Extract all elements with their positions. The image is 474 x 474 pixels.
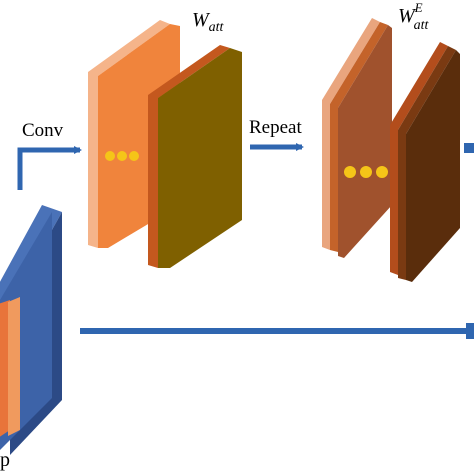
w-att-e-mid-layer [330,22,388,252]
w-att-e-superscript: E [414,0,423,15]
w-att-e-light-layer [322,18,380,250]
w-att-e-dot-2 [360,166,372,178]
w-att-subscript: att [209,20,225,35]
skip-connection-arrow [80,323,474,339]
w-att-dot-3 [129,151,139,161]
w-att-e-orange-layer [390,42,448,275]
w-att-e-dot-3 [376,166,388,178]
input-feature-stack [0,205,62,455]
skip-arrow-head-partial [466,323,474,339]
repeat-label: Repeat [249,117,302,138]
conv-label: Conv [22,120,64,141]
right-arrow-partial [464,143,474,153]
w-att-main: W [192,9,211,31]
w-att-dot-2 [117,151,127,161]
w-att-olive-layer [158,48,242,268]
w-att-e-brown-layer [338,25,392,258]
w-att-dot-1 [105,151,115,161]
w-att-light-layer [88,20,170,248]
w-att-e-main: W [398,5,417,27]
w-att-dark-orange-layer [148,45,230,268]
w-att-e-dot-1 [344,166,356,178]
w-att-e-stack [322,18,460,282]
input-stack-orange-layer [0,300,10,437]
conv-arrow-path [17,146,82,190]
w-att-label: Watt [192,9,225,35]
w-att-e-subscript: att [414,18,430,33]
w-att-e-darkest-layer [406,50,460,282]
input-stack-orange-layer-2 [8,297,20,436]
w-att-e-dark-layer [398,46,456,280]
w-att-stack [88,20,242,268]
conv-arrow [17,146,82,190]
partial-input-label: p [0,449,10,471]
